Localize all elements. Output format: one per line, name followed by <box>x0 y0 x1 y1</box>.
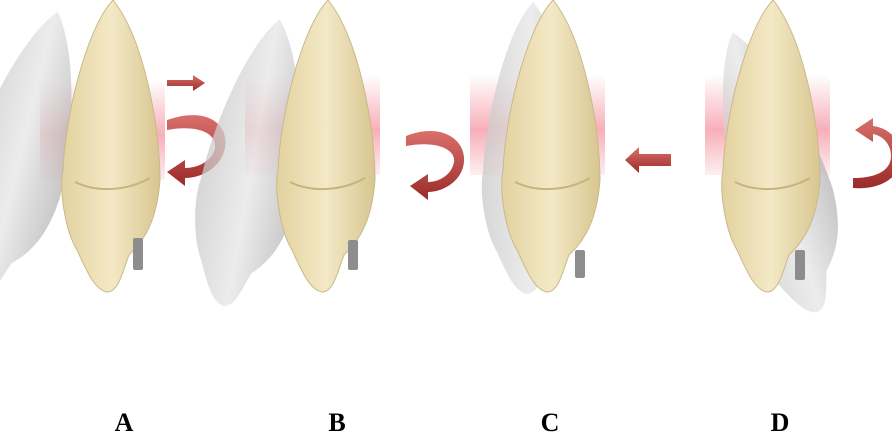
panel-label-a: A <box>104 410 144 436</box>
panel-a <box>0 0 225 307</box>
tooth <box>277 0 375 292</box>
bracket <box>133 238 143 270</box>
straight-arrow-icon <box>167 75 205 91</box>
curved-arrow-icon <box>406 131 464 200</box>
bracket <box>795 250 805 280</box>
curved-arrow-icon <box>853 118 892 188</box>
panel-label-c: C <box>530 410 570 436</box>
panel-c <box>470 0 671 294</box>
panel-label-b: B <box>317 410 357 436</box>
bracket <box>348 240 358 270</box>
panel-label-d: D <box>760 410 800 436</box>
straight-arrow-icon <box>625 147 671 173</box>
panel-d <box>684 0 892 326</box>
bracket <box>575 250 585 278</box>
panel-b <box>179 0 464 315</box>
tooth <box>62 0 160 292</box>
